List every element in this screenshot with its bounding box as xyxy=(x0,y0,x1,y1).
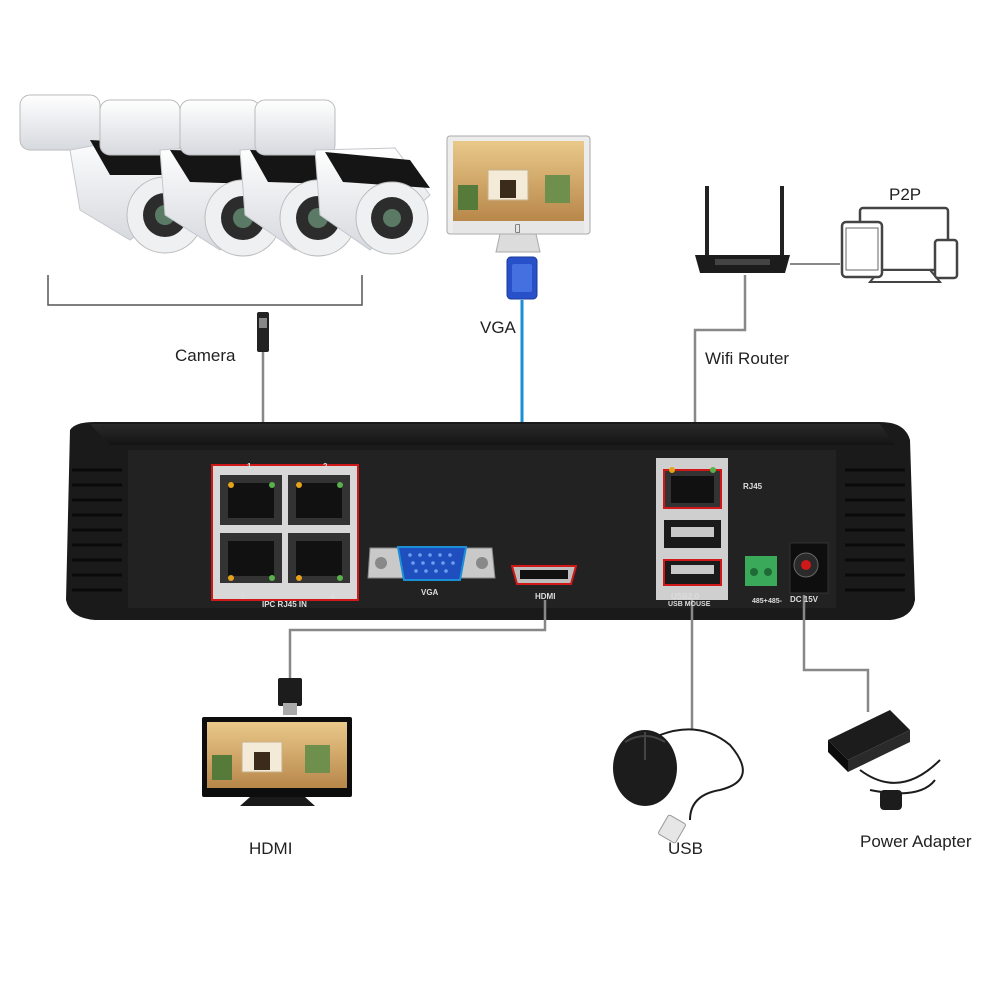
hdmi-port-label: HDMI xyxy=(535,592,556,601)
usb-port-label: USB2.0 xyxy=(671,592,700,601)
vga-port xyxy=(367,546,496,581)
vent-right xyxy=(845,468,905,592)
vga-label: VGA xyxy=(480,318,516,337)
hdmi-port xyxy=(510,565,578,585)
power-adapter xyxy=(828,710,941,810)
ipc-rj45-block xyxy=(211,464,359,601)
power-adapter-label: Power Adapter xyxy=(860,832,972,851)
dc-power-jack xyxy=(789,542,829,594)
dc-15v-label: DC 15V xyxy=(790,595,819,604)
power-cable xyxy=(802,595,870,712)
hdmi-label: HDMI xyxy=(249,839,293,858)
camera-label: Camera xyxy=(175,346,236,365)
apple-logo-icon:  xyxy=(515,224,520,234)
vga-port-label: VGA xyxy=(421,588,439,597)
vga-monitor:  xyxy=(446,135,591,253)
nvr-recorder xyxy=(66,422,915,620)
rs485-plus-label: 485+ xyxy=(752,598,768,605)
ipc-rj45-in-label: IPC RJ45 IN xyxy=(262,600,307,609)
camera-bracket xyxy=(47,275,363,306)
p2p-label: P2P xyxy=(889,185,922,204)
port-2-label: 2 xyxy=(323,462,328,471)
rs485-terminal xyxy=(745,556,777,586)
hdmi-monitor xyxy=(202,717,352,806)
rs485-minus-label: 485- xyxy=(768,598,783,605)
vent-left xyxy=(72,468,122,592)
usb-mouse xyxy=(613,728,744,844)
port-3-label: 3 xyxy=(240,592,245,601)
hdmi-cable xyxy=(288,600,547,690)
network-usb-stack xyxy=(656,458,728,600)
p2p-devices xyxy=(840,206,959,283)
usb-label: USB xyxy=(668,839,703,858)
wifi-router-label: Wifi Router xyxy=(705,349,790,368)
usb-mouse-port-label: USB MOUSE xyxy=(668,601,711,608)
hdmi-plug xyxy=(278,678,302,706)
cameras-group xyxy=(19,94,431,306)
port-1-label: 1 xyxy=(247,462,252,471)
port-4-label: 4 xyxy=(330,592,335,601)
rj45-label: RJ45 xyxy=(743,482,763,491)
camera-4 xyxy=(254,99,431,255)
wifi-router xyxy=(693,186,840,470)
